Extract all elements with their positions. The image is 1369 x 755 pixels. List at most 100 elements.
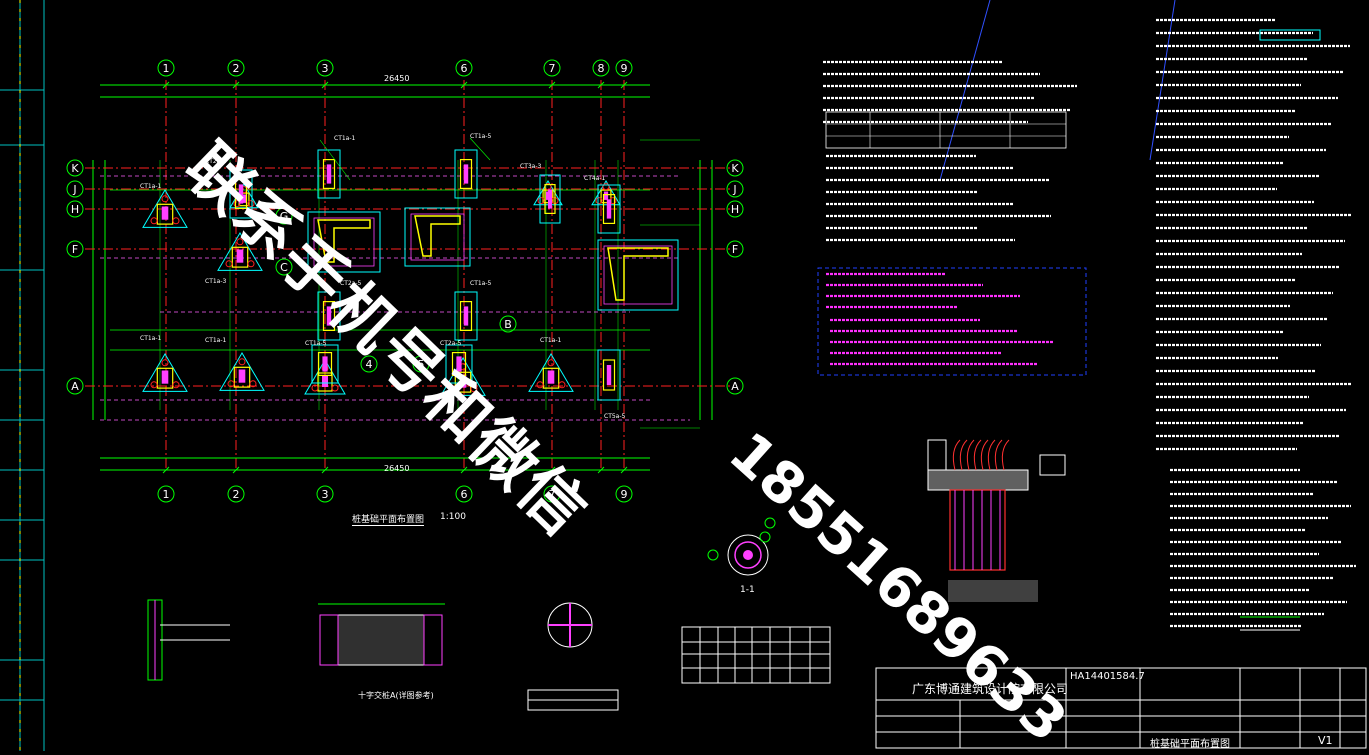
axis-bubble-4: 4 — [360, 355, 378, 373]
axis-circle — [66, 180, 84, 198]
pile-circle — [727, 534, 769, 576]
cross-pile-end — [423, 614, 443, 666]
axis-circle — [543, 59, 561, 77]
axis-bubble-2: 2 — [227, 485, 245, 503]
column — [414, 215, 461, 257]
column — [542, 367, 560, 389]
callout-bubble — [759, 531, 771, 543]
pile-cap — [454, 291, 478, 341]
axis-label: 3 — [322, 488, 329, 501]
pile — [595, 197, 603, 205]
plan-title: 桩基础平面布置图 — [352, 512, 425, 526]
column — [459, 159, 473, 190]
column-core — [322, 356, 328, 372]
overall-dimension-bottom: 26450 — [384, 464, 410, 473]
axis-circle — [66, 240, 84, 258]
pile — [311, 384, 319, 392]
pile — [150, 381, 158, 389]
cap-outline — [404, 207, 471, 267]
cap-outline — [591, 180, 621, 206]
cap-mark: CT1a-1 — [140, 335, 162, 342]
axis-circle — [726, 180, 744, 198]
column-core — [238, 369, 246, 383]
pile-cap — [229, 169, 253, 219]
pile — [150, 217, 158, 225]
pile — [247, 200, 255, 208]
leader-line — [469, 137, 491, 161]
column-core — [326, 164, 332, 184]
pile-cap — [528, 353, 574, 392]
axis-label: 7 — [549, 62, 556, 75]
axis-label: F — [72, 243, 78, 256]
cap-mark: CT2a-1 — [205, 158, 227, 165]
axis-label: 9 — [621, 488, 628, 501]
pile-table — [681, 626, 831, 684]
column-core — [161, 370, 169, 384]
axis-circle — [227, 59, 245, 77]
general-notes-right — [1156, 18, 1356, 628]
axis-circle — [316, 59, 334, 77]
revision: V1 — [1318, 734, 1333, 747]
axis-bubble-1: 1 — [157, 59, 175, 77]
axis-label: 2 — [233, 62, 240, 75]
cap-mark: CT1a-5 — [470, 280, 492, 287]
column-core — [463, 306, 469, 326]
dimension-tick — [232, 466, 240, 474]
axis-circle — [499, 315, 517, 333]
column — [156, 203, 174, 225]
axis-circle — [157, 485, 175, 503]
cross-pile-label: 十字交桩A(详图参考) — [358, 691, 434, 700]
axis-circle — [275, 258, 293, 276]
axis-circle — [726, 159, 744, 177]
dimension-tick — [597, 81, 605, 89]
axis-bubble-C: C — [275, 258, 293, 276]
pile — [247, 260, 255, 268]
pile-cap — [217, 232, 263, 271]
axis-bubble-H: H — [66, 200, 84, 218]
pile-cap — [311, 344, 339, 384]
dimension-tick — [620, 81, 628, 89]
cap-mark: CT1a-1 — [205, 337, 227, 344]
axis-label: 7 — [549, 488, 556, 501]
cap-mark: CT1a-1 — [540, 337, 562, 344]
cap-outline — [307, 211, 381, 273]
column — [317, 352, 333, 377]
cap-outline — [317, 291, 341, 341]
axis-circle — [615, 485, 633, 503]
axis-bubble-2: 2 — [227, 59, 245, 77]
pile-cap — [445, 344, 473, 384]
axis-label: C — [280, 261, 288, 274]
axis-bubble-9: 9 — [615, 59, 633, 77]
pile — [537, 197, 545, 205]
pile-cap-large — [597, 239, 679, 311]
detail-drawings — [147, 439, 1300, 711]
rebar-top — [973, 439, 982, 471]
rebar-top — [980, 439, 989, 471]
axis-bubble-F: F — [66, 240, 84, 258]
cap-outline — [454, 291, 478, 341]
axis-label: G — [280, 210, 289, 223]
hatch-block — [948, 580, 1038, 602]
column — [322, 159, 336, 190]
axis-bubble-K: K — [66, 159, 84, 177]
dimension-tick — [548, 466, 556, 474]
pile — [331, 384, 339, 392]
axis-label: 1 — [163, 62, 170, 75]
axis-bubble-G: G — [275, 207, 293, 225]
pile — [227, 380, 235, 388]
cap-mark: CT1a-1 — [334, 135, 356, 142]
cap-mark: CT1a-5 — [470, 133, 492, 140]
axis-circle — [592, 59, 610, 77]
column-core — [606, 365, 612, 385]
cap-outline — [217, 232, 263, 271]
dimension-tick — [460, 81, 468, 89]
column — [454, 371, 472, 393]
dimension-tick — [162, 466, 170, 474]
pile-cap — [142, 189, 188, 228]
pile-cap — [454, 149, 478, 199]
column — [544, 184, 556, 215]
column-core — [547, 370, 555, 384]
column-core — [548, 189, 552, 209]
